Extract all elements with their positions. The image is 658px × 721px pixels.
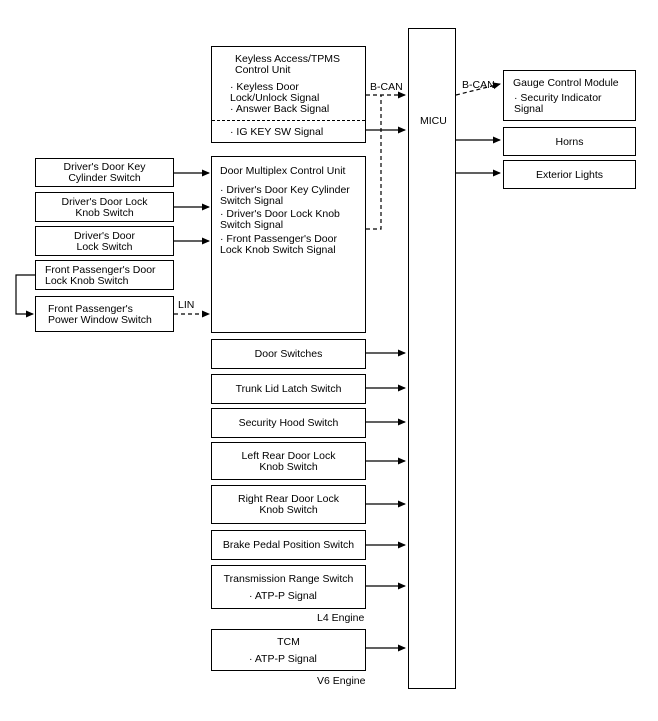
gauge-title: Gauge Control Module bbox=[513, 77, 619, 89]
keyless-signal-answer-back: · Answer Back Signal bbox=[230, 103, 330, 115]
bcan-label-right: B-CAN bbox=[462, 79, 495, 91]
gauge-control-module: Gauge Control Module · Security Indicato… bbox=[503, 70, 636, 121]
horns: Horns bbox=[503, 127, 636, 156]
brake-pedal-position-switch: Brake Pedal Position Switch bbox=[211, 530, 366, 560]
lock-knob-label: Driver's Door Lock Knob Switch bbox=[61, 196, 148, 219]
trs-signal: · ATP-P Signal bbox=[249, 590, 317, 602]
exterior-lights: Exterior Lights bbox=[503, 160, 636, 189]
keyless-title: Keyless Access/TPMS Control Unit bbox=[235, 53, 341, 76]
bcan-label-left: B-CAN bbox=[370, 81, 403, 93]
door-multiplex-signal-fp-lock-knob: · Front Passenger's Door Lock Knob Switc… bbox=[220, 233, 337, 256]
micu-gauge-bcan-line bbox=[455, 82, 501, 96]
door-multiplex-control-unit bbox=[211, 156, 366, 333]
drivers-door-lock-knob-switch: Driver's Door Lock Knob Switch bbox=[35, 192, 174, 222]
door-lock-label: Driver's Door Lock Switch bbox=[74, 230, 135, 253]
door-multiplex-signal-lock-knob: · Driver's Door Lock Knob Switch Signal bbox=[220, 208, 340, 231]
security-hood-switch: Security Hood Switch bbox=[211, 408, 366, 438]
fp-power-window-label: Front Passenger's Power Window Switch bbox=[48, 303, 152, 326]
door-switches: Door Switches bbox=[211, 339, 366, 369]
front-passenger-power-window-switch: Front Passenger's Power Window Switch bbox=[35, 296, 174, 332]
micu: MICU bbox=[408, 28, 456, 689]
key-cylinder-label: Driver's Door Key Cylinder Switch bbox=[63, 161, 146, 184]
door-multiplex-signal-key-cylinder: · Driver's Door Key Cylinder Switch Sign… bbox=[220, 184, 350, 207]
keyless-signal-lock-unlock: · Keyless Door Lock/Unlock Signal bbox=[230, 81, 320, 104]
left-rear-door-lock-knob-switch: Left Rear Door Lock Knob Switch bbox=[211, 442, 366, 480]
horns-label: Horns bbox=[555, 136, 584, 148]
fp-knob-to-window-line bbox=[15, 274, 35, 318]
brake-label: Brake Pedal Position Switch bbox=[222, 539, 355, 551]
keyless-control-unit bbox=[211, 46, 366, 143]
transmission-range-switch: Transmission Range Switch · ATP-P Signal bbox=[211, 565, 366, 609]
door-switches-label: Door Switches bbox=[254, 348, 323, 360]
drivers-door-key-cylinder-switch: Driver's Door Key Cylinder Switch bbox=[35, 158, 174, 187]
door-multiplex-bcan-line bbox=[366, 95, 382, 230]
gauge-signal: · Security Indicator Signal bbox=[514, 92, 602, 115]
trunk-lid-latch-switch: Trunk Lid Latch Switch bbox=[211, 374, 366, 404]
exterior-lights-label: Exterior Lights bbox=[535, 169, 604, 181]
l4-engine-label: L4 Engine bbox=[317, 612, 365, 624]
left-rear-label: Left Rear Door Lock Knob Switch bbox=[241, 450, 336, 473]
tcm-title: TCM bbox=[277, 636, 300, 648]
tcm-signal: · ATP-P Signal bbox=[249, 653, 317, 665]
tcm: TCM · ATP-P Signal bbox=[211, 629, 366, 671]
drivers-door-lock-switch: Driver's Door Lock Switch bbox=[35, 226, 174, 256]
lin-label: LIN bbox=[178, 299, 195, 311]
v6-engine-label: V6 Engine bbox=[317, 675, 366, 687]
fp-lock-knob-label: Front Passenger's Door Lock Knob Switch bbox=[45, 264, 156, 287]
right-rear-door-lock-knob-switch: Right Rear Door Lock Knob Switch bbox=[211, 485, 366, 524]
trunk-label: Trunk Lid Latch Switch bbox=[235, 383, 342, 395]
hood-label: Security Hood Switch bbox=[238, 417, 339, 429]
micu-label: MICU bbox=[420, 115, 447, 127]
keyless-signal-ig-key: · IG KEY SW Signal bbox=[230, 126, 324, 138]
trs-title: Transmission Range Switch bbox=[223, 573, 354, 585]
keyless-divider bbox=[212, 120, 365, 121]
door-multiplex-title: Door Multiplex Control Unit bbox=[220, 165, 346, 177]
right-rear-label: Right Rear Door Lock Knob Switch bbox=[238, 493, 339, 516]
front-passenger-door-lock-knob-switch: Front Passenger's Door Lock Knob Switch bbox=[35, 260, 174, 290]
